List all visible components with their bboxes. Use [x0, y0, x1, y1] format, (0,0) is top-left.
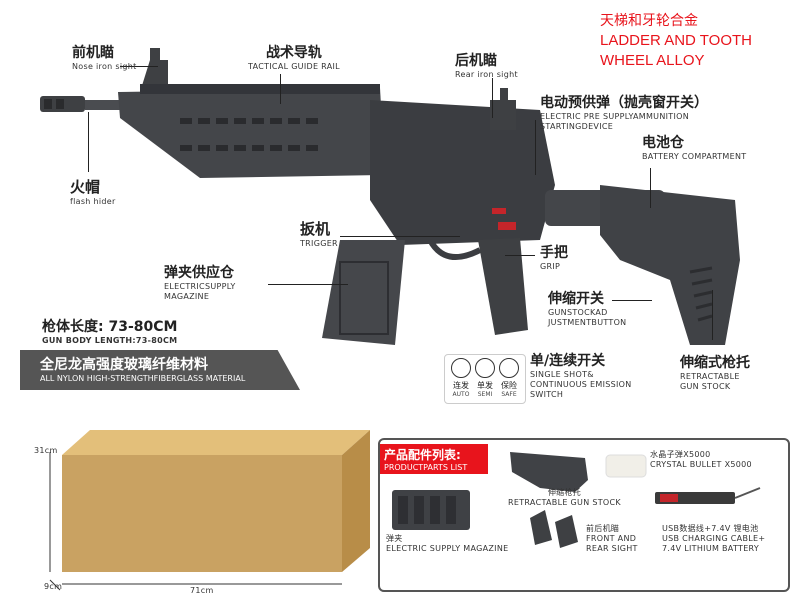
mode-safe-cn: 保险	[501, 381, 517, 390]
label-single-shot: 单/连续开关 SINGLE SHOT& CONTINUOUS EMISSION …	[530, 350, 632, 400]
trigger-en: TRIGGER	[300, 239, 338, 248]
material-banner	[20, 350, 300, 390]
single-shot-en1: SINGLE SHOT&	[530, 370, 594, 379]
box-height: 31cm	[34, 446, 58, 455]
flash-hider-cn: 火帽	[70, 178, 101, 196]
flash-hider-line	[88, 112, 89, 172]
single-shot-cn: 单/连续开关	[530, 353, 606, 369]
electric-pre-cn: 电动预供弹（抛壳窗开关）	[540, 95, 708, 111]
label-grip: 手把 GRIP	[540, 242, 568, 272]
part-magazine-cn: 弹夹	[386, 534, 403, 543]
label-tactical-rail: 战术导轨 TACTICAL GUIDE RAIL	[248, 42, 340, 72]
header-en-line1: LADDER AND TOOTH	[600, 32, 752, 49]
header-cn: 天梯和牙轮合金	[600, 12, 698, 28]
parts-title-en: PRODUCTPARTS LIST	[384, 463, 468, 472]
retractable-stock-en2: GUN STOCK	[680, 382, 731, 391]
flash-hider-en: flash hider	[70, 197, 116, 206]
nose-sight-line	[120, 66, 158, 67]
magazine-cn: 弹夹供应仓	[164, 265, 234, 281]
label-retractable-stock: 伸缩式枪托 RETRACTABLE GUN STOCK	[680, 352, 750, 392]
mode-safe: 保险 SAFE	[494, 358, 524, 398]
label-magazine: 弹夹供应仓 ELECTRICSUPPLY MAGAZINE	[164, 262, 236, 302]
rear-sight-en: Rear iron sight	[455, 70, 518, 79]
label-nose-sight: 前机瞄 Nose iron sight	[72, 42, 137, 72]
part-magazine: 弹夹 ELECTRIC SUPPLY MAGAZINE	[386, 534, 508, 554]
part-usb-en1: USB CHARGING CABLE+	[662, 534, 766, 543]
mode-semi-cn: 单发	[477, 381, 493, 390]
rear-sight-line	[492, 78, 493, 118]
retractable-stock-cn: 伸缩式枪托	[680, 355, 750, 371]
battery-line	[650, 168, 651, 208]
battery-cn: 电池仓	[642, 135, 684, 151]
part-sights: 前后机瞄 FRONT AND REAR SIGHT	[586, 524, 638, 554]
body-length: 枪体长度: 73-80CM GUN BODY LENGTH:73-80CM	[42, 316, 177, 346]
body-length-cn: 枪体长度: 73-80CM	[42, 319, 178, 335]
parts-list-title: 产品配件列表: PRODUCTPARTS LIST	[380, 444, 488, 474]
mode-auto-cn: 连发	[453, 381, 469, 390]
material-en: ALL NYLON HIGH-STRENGTHFIBERGLASS MATERI…	[40, 374, 246, 383]
label-trigger: 扳机 TRIGGER	[300, 218, 338, 249]
single-shot-en3: SWITCH	[530, 390, 564, 399]
trigger-cn: 扳机	[300, 220, 331, 238]
trigger-line	[340, 236, 460, 237]
label-flash-hider: 火帽 flash hider	[70, 176, 116, 207]
auto-mode-icon	[451, 358, 471, 378]
magazine-line	[268, 284, 348, 285]
gunstock-btn-en1: GUNSTOCKAD	[548, 308, 608, 317]
nose-sight-cn: 前机瞄	[72, 45, 114, 61]
mode-safe-en: SAFE	[501, 391, 517, 398]
mode-semi-en: SEMI	[477, 391, 493, 398]
header-en-line2: WHEEL ALLOY	[600, 52, 705, 69]
part-stock-en: RETRACTABLE GUN STOCK	[508, 498, 621, 507]
safe-mode-icon	[499, 358, 519, 378]
part-usb: USB数据线+7.4V 锂电池 USB CHARGING CABLE+ 7.4V…	[662, 524, 765, 554]
box-depth: 9cm	[44, 582, 63, 591]
part-sights-en2: REAR SIGHT	[586, 544, 638, 553]
grip-cn: 手把	[540, 245, 568, 261]
part-stock: 伸缩枪托 RETRACTABLE GUN STOCK	[508, 488, 621, 508]
tactical-rail-cn: 战术导轨	[265, 45, 322, 61]
nose-sight-en: Nose iron sight	[72, 62, 137, 71]
part-usb-cn: USB数据线+7.4V 锂电池	[662, 524, 759, 533]
rail-line	[280, 74, 281, 104]
parts-title-cn: 产品配件列表:	[384, 448, 461, 462]
mode-auto: 连发 AUTO	[446, 358, 476, 398]
part-stock-cn: 伸缩枪托	[547, 488, 582, 497]
label-rear-sight: 后机瞄 Rear iron sight	[455, 50, 518, 80]
part-sights-en1: FRONT AND	[586, 534, 637, 543]
mode-semi: 单发 SEMI	[470, 358, 500, 398]
label-electric-pre: 电动预供弹（抛壳窗开关） ELECTRIC PRE SUPPLYAMMUNITI…	[540, 92, 708, 132]
material-cn: 全尼龙高强度玻璃纤维材料	[40, 357, 208, 373]
part-crystal-en: CRYSTAL BULLET X5000	[650, 460, 752, 469]
tactical-rail-en: TACTICAL GUIDE RAIL	[248, 62, 340, 71]
electric-pre-en2: STARTINGDEVICE	[540, 122, 614, 131]
grip-line	[505, 255, 535, 256]
magazine-en1: ELECTRICSUPPLY	[164, 282, 236, 291]
gunstock-btn-line	[612, 300, 652, 301]
part-crystal-cn: 水晶子弹X5000	[650, 450, 711, 459]
part-magazine-en: ELECTRIC SUPPLY MAGAZINE	[386, 544, 509, 553]
label-gunstock-button: 伸缩开关 GUNSTOCKAD JUSTMENTBUTTON	[548, 288, 626, 328]
mode-auto-en: AUTO	[452, 391, 470, 398]
body-length-en: GUN BODY LENGTH:73-80CM	[42, 336, 178, 345]
part-crystal: 水晶子弹X5000 CRYSTAL BULLET X5000	[650, 450, 752, 470]
single-shot-en2: CONTINUOUS EMISSION	[530, 380, 632, 389]
mode-selector-panel	[444, 354, 526, 404]
grip-en: GRIP	[540, 262, 561, 271]
electric-pre-line	[535, 120, 536, 175]
rear-sight-cn: 后机瞄	[455, 53, 497, 69]
gunstock-btn-en2: JUSTMENTBUTTON	[548, 318, 627, 327]
battery-en: BATTERY COMPARTMENT	[642, 152, 747, 161]
label-battery: 电池仓 BATTERY COMPARTMENT	[642, 132, 746, 162]
stock-line	[712, 290, 713, 340]
gunstock-btn-cn: 伸缩开关	[548, 291, 604, 307]
part-sights-cn: 前后机瞄	[586, 524, 620, 533]
box-width: 71cm	[190, 586, 214, 595]
electric-pre-en1: ELECTRIC PRE SUPPLYAMMUNITION	[540, 112, 690, 121]
magazine-en2: MAGAZINE	[164, 292, 210, 301]
retractable-stock-en1: RETRACTABLE	[680, 372, 740, 381]
part-usb-en2: 7.4V LITHIUM BATTERY	[662, 544, 760, 553]
semi-mode-icon	[475, 358, 495, 378]
